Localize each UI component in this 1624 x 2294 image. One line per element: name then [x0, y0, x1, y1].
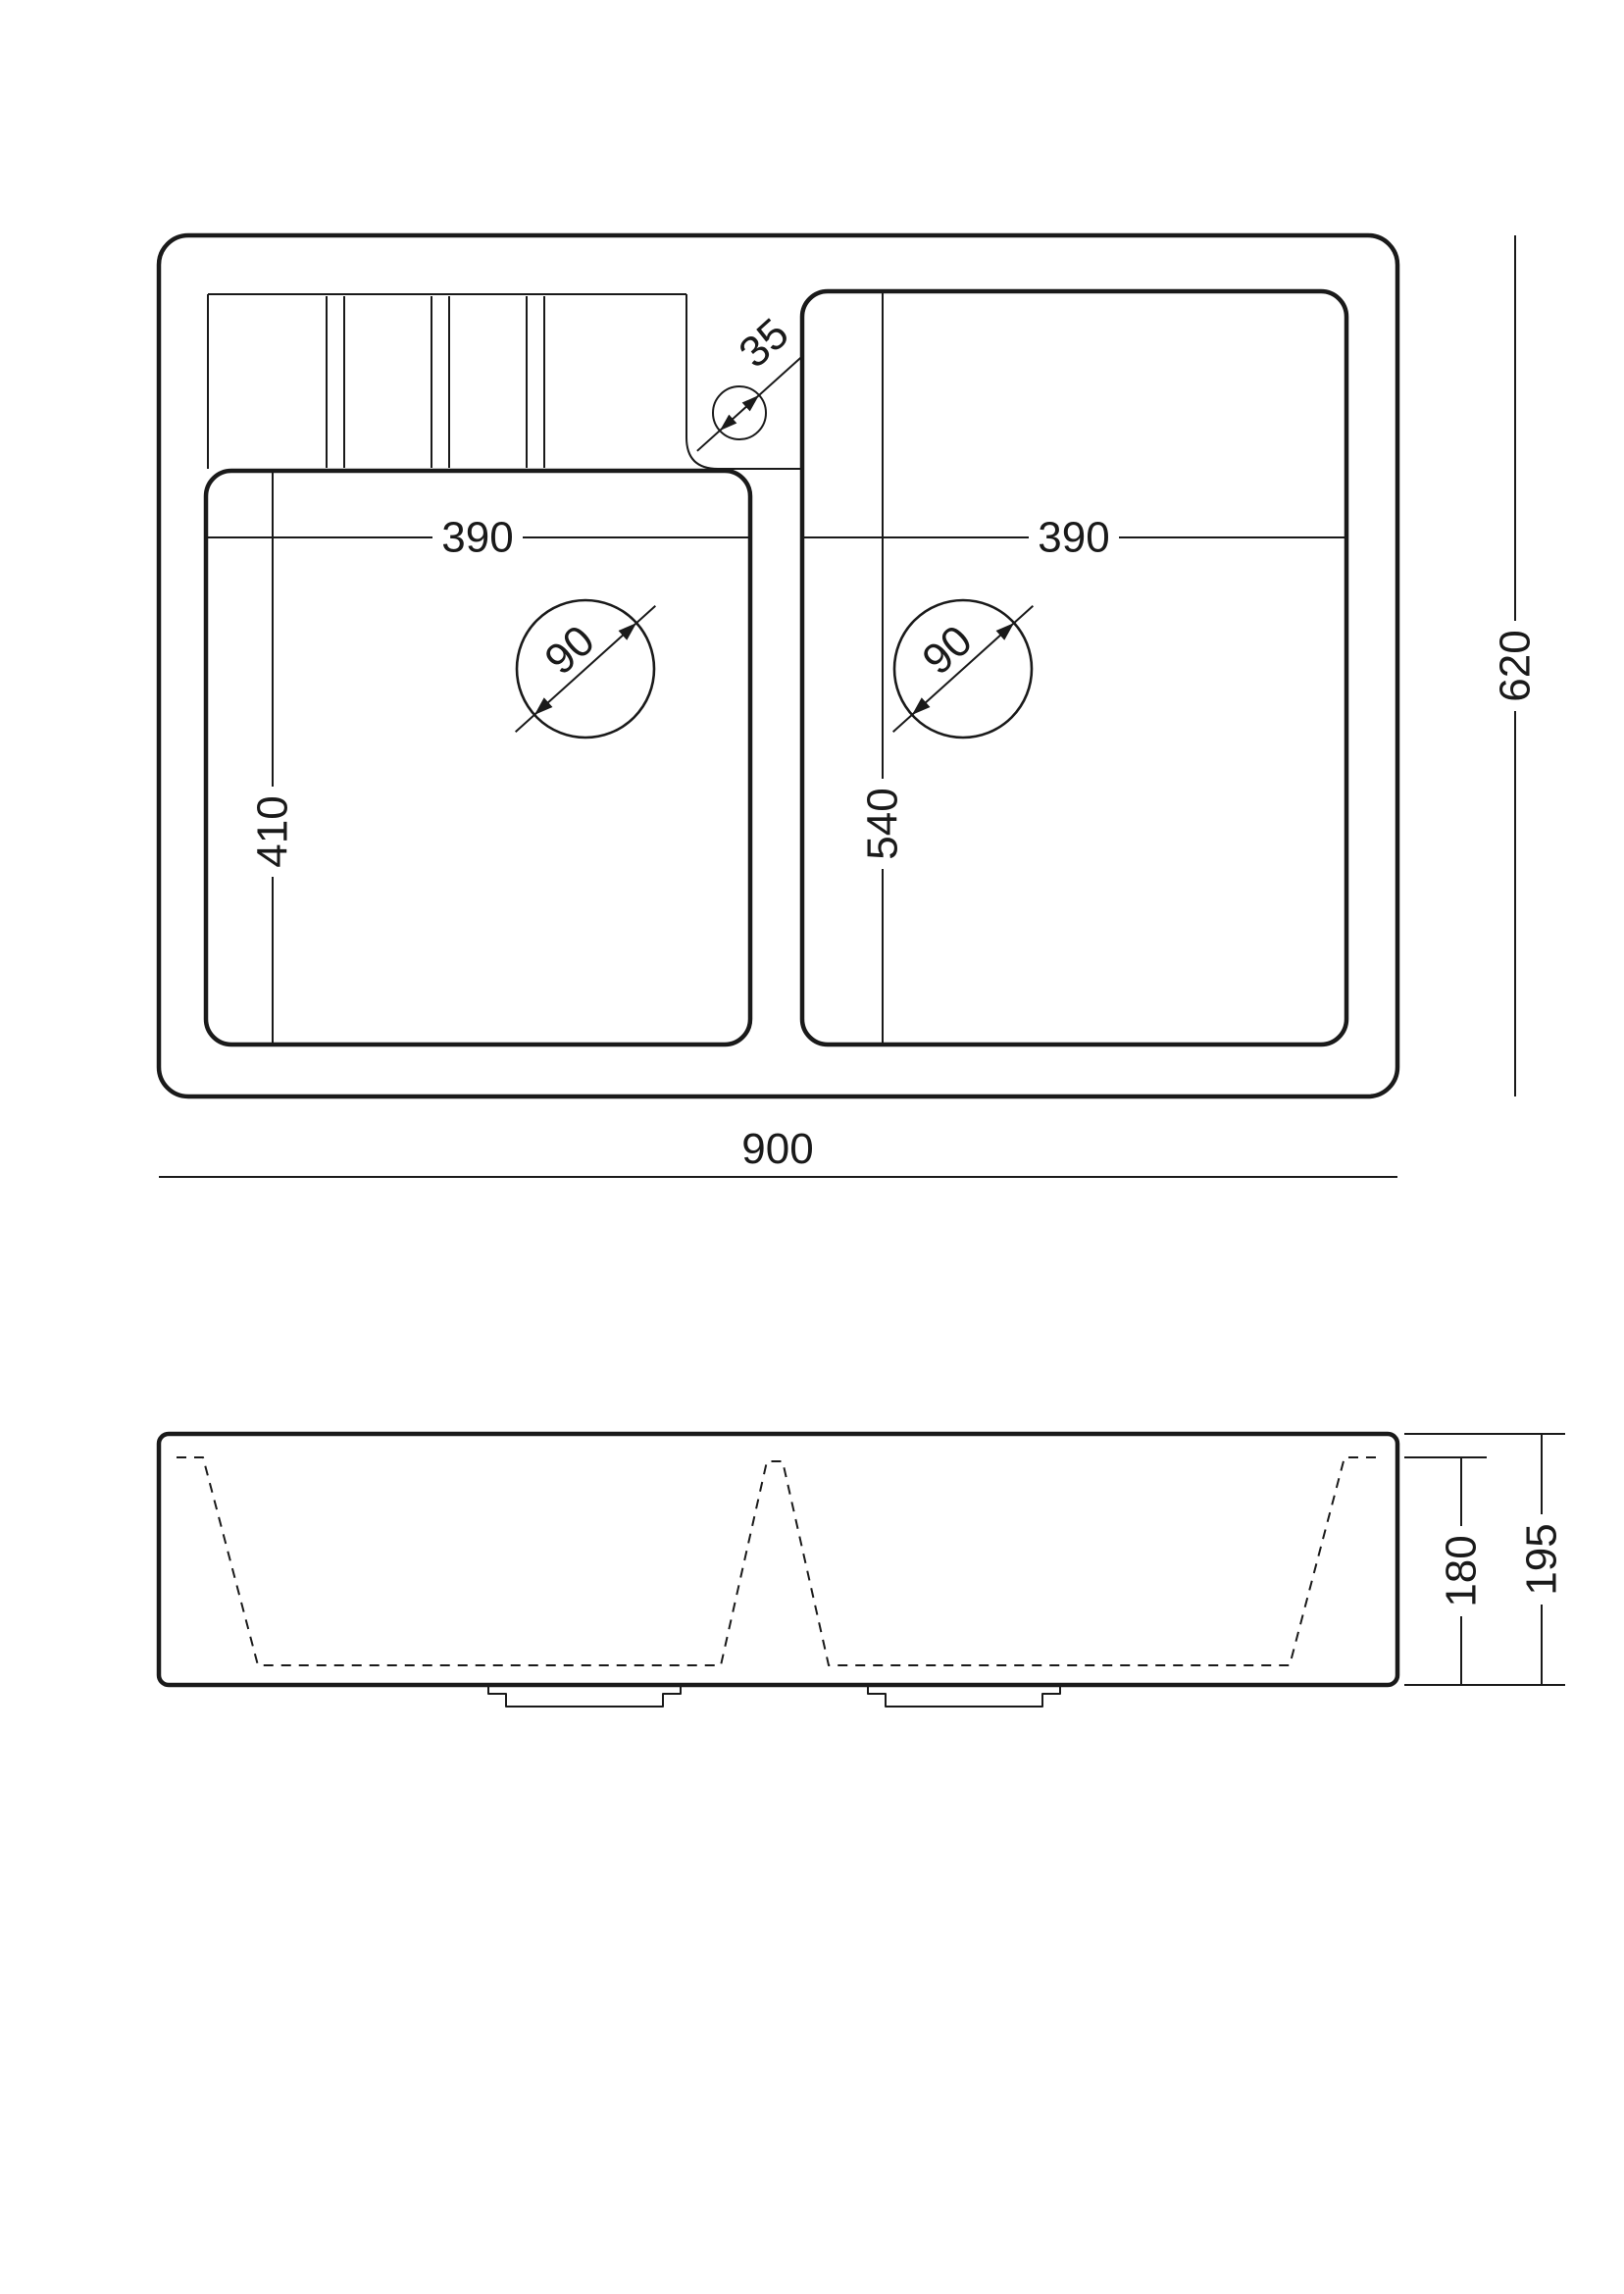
right-bowl-depth-label-group: 540: [859, 779, 907, 869]
section-view: 180 195: [156, 1431, 1566, 1708]
right-bowl-width-label: 390: [1038, 514, 1109, 562]
overall-height-label-group: 195: [1518, 1514, 1566, 1605]
section-outer-outline: [156, 1431, 1400, 1688]
overall-height-label: 195: [1518, 1523, 1566, 1595]
arrowhead-icon: [719, 414, 737, 432]
bowl-profile-dashed-line: [177, 1456, 1380, 1666]
bowl-depth-label: 180: [1438, 1535, 1486, 1606]
left-drain-diameter-label-group: 90: [535, 616, 603, 684]
label-mask: [1522, 1514, 1561, 1605]
right-drain-hole: [892, 598, 1034, 739]
faucet-diameter-label: 35: [730, 309, 797, 377]
label-mask: [1442, 1526, 1481, 1616]
label-mask: [863, 779, 902, 869]
bowl-depth-label-group: 180: [1438, 1526, 1486, 1616]
right-drain-diameter-label: 90: [913, 616, 981, 684]
label-mask: [1029, 518, 1119, 557]
left-drain-diameter-line: [514, 605, 657, 733]
arrowhead-icon: [911, 697, 931, 715]
left-bowl-depth-label-group: 410: [249, 787, 297, 877]
arrowhead-icon: [533, 697, 553, 715]
overall-width-label: 900: [741, 1125, 813, 1173]
top-view: 35 90 90 390 410: [156, 232, 1540, 1178]
left-bowl-depth-label: 410: [249, 795, 297, 867]
right-drain-diameter-line: [891, 605, 1035, 733]
faucet-area-line: [685, 294, 800, 470]
left-drain-hole: [515, 598, 656, 739]
right-drain-diameter-label-group: 90: [913, 616, 981, 684]
faucet-diameter-label-group: 35: [730, 309, 797, 377]
overall-depth-label-group: 620: [1492, 621, 1540, 711]
arrowhead-icon: [995, 623, 1015, 640]
left-bowl-outline: [203, 468, 753, 1047]
label-mask: [253, 787, 292, 877]
overall-depth-label: 620: [1492, 630, 1540, 701]
faucet-diameter-line: [696, 354, 805, 452]
right-drain-fitting: [867, 1686, 1061, 1708]
left-drain-diameter-label: 90: [535, 616, 603, 684]
left-bowl-width-label: 390: [441, 514, 513, 562]
arrowhead-icon: [618, 623, 637, 640]
label-mask: [1496, 621, 1535, 711]
right-bowl-outline: [799, 288, 1349, 1047]
sink-outer-outline: [156, 232, 1400, 1099]
arrowhead-icon: [741, 394, 760, 412]
label-mask: [432, 518, 523, 557]
drainer-grooves: [326, 296, 545, 468]
faucet-hole: [712, 385, 767, 440]
right-bowl-depth-label: 540: [859, 788, 907, 859]
left-drain-fitting: [487, 1686, 682, 1708]
